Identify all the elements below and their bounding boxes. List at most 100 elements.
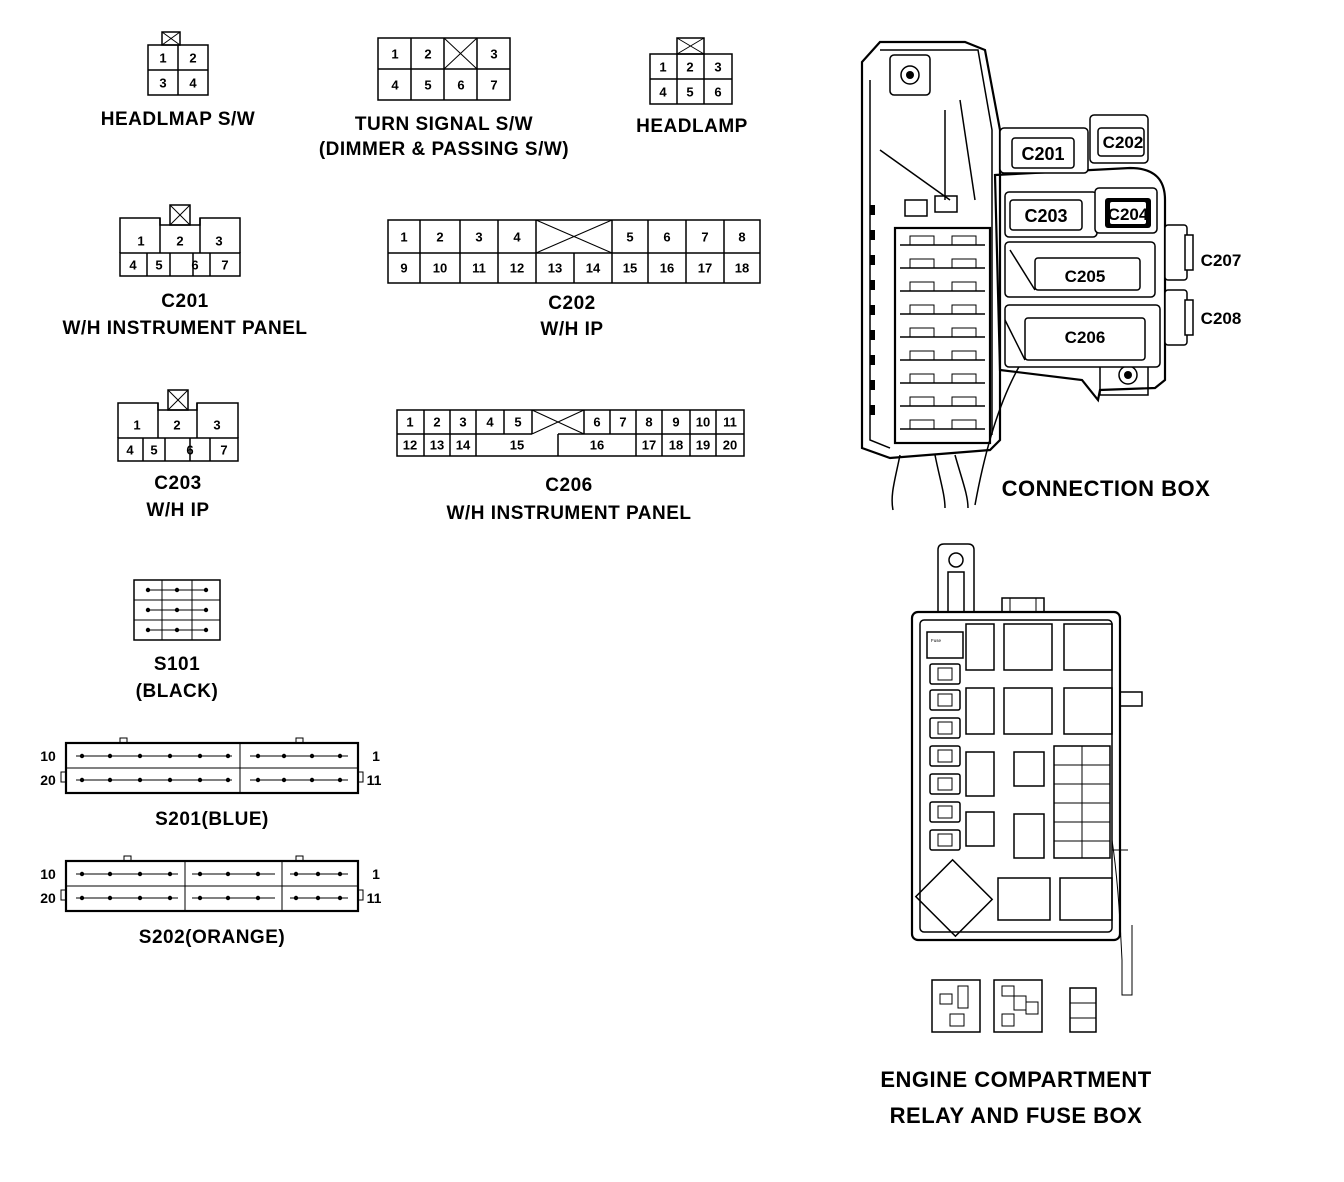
headlamp-pin: 2 — [686, 60, 693, 75]
c203-pin: 5 — [150, 443, 157, 458]
c203-pin: 2 — [173, 418, 180, 433]
turn-signal-switch-connector: 1 2 3 4 5 6 7 TURN SIGNAL S/W (DIMMER & … — [319, 37, 569, 160]
c201-pin: 5 — [155, 258, 162, 273]
connection-box-title: CONNECTION BOX — [1002, 476, 1211, 501]
turn-signal-pin: 4 — [391, 78, 399, 93]
c206-subcaption: W/H INSTRUMENT PANEL — [446, 503, 691, 524]
c202-pin: 7 — [701, 230, 708, 245]
c206-pin: 6 — [593, 415, 600, 430]
headlamp-sw-pin: 2 — [189, 51, 196, 66]
turn-signal-pin: 6 — [457, 78, 464, 93]
s201-left-bottom-label: 20 — [40, 772, 56, 788]
c202-pin: 14 — [586, 261, 601, 276]
c202-subcaption: W/H IP — [540, 319, 603, 340]
c202-pin: 15 — [623, 261, 637, 276]
c206-box-label: C206 — [1065, 328, 1106, 347]
c204-box-label: C204 — [1108, 205, 1149, 224]
c201-pin: 1 — [137, 234, 144, 249]
headlamp-pin: 1 — [659, 60, 666, 75]
c203-pin: 3 — [213, 418, 220, 433]
connection-box-edge-teeth — [870, 205, 875, 415]
c206-pin: 7 — [619, 415, 626, 430]
c202-pin: 1 — [400, 230, 407, 245]
turn-signal-pin: 7 — [490, 78, 497, 93]
headlamp-pin: 6 — [714, 85, 721, 100]
s202-caption: S202(ORANGE) — [139, 927, 285, 948]
s101-splice: S101 (BLACK) — [133, 579, 221, 702]
c206-pin: 2 — [433, 415, 440, 430]
c201-pin: 3 — [215, 234, 222, 249]
headlamp-sw-pin: 3 — [159, 76, 166, 91]
c206-pin: 4 — [486, 415, 494, 430]
c201-pin: 7 — [221, 258, 228, 273]
c201-box-label: C201 — [1021, 144, 1064, 164]
s202-right-top-label: 1 — [372, 866, 380, 882]
c206-pin: 15 — [510, 438, 524, 453]
c203-box-label: C203 — [1024, 206, 1067, 226]
c206-pin: 20 — [723, 438, 737, 453]
c206-connector: 1 2 3 4 5 6 7 8 9 10 11 12 13 14 15 16 1… — [396, 409, 745, 524]
headlamp-connector: 1 2 3 4 5 6 HEADLAMP — [636, 37, 748, 137]
c202-pin: 18 — [735, 261, 749, 276]
s101-caption: S101 — [154, 654, 200, 675]
headlamp-pin: 3 — [714, 60, 721, 75]
c206-pin: 18 — [669, 438, 683, 453]
c202-pin: 16 — [660, 261, 674, 276]
headlamp-sw-pin: 1 — [159, 51, 166, 66]
c203-pin: 4 — [126, 443, 134, 458]
c202-pin: 5 — [626, 230, 633, 245]
turn-signal-pin: 5 — [424, 78, 431, 93]
s201-right-top-label: 1 — [372, 748, 380, 764]
headlamp-switch-connector: 1 2 3 4 HEADLMAP S/W — [101, 31, 255, 130]
s201-splice: 10 20 1 11 S201(BLUE) — [40, 737, 382, 830]
c208-box-label: C208 — [1201, 309, 1242, 328]
headlamp-sw-caption: HEADLMAP S/W — [101, 109, 255, 130]
c203-pin: 1 — [133, 418, 140, 433]
c206-pin: 1 — [406, 415, 413, 430]
c202-pin: 17 — [698, 261, 712, 276]
turn-signal-pin: 3 — [490, 47, 497, 62]
c202-pin: 9 — [400, 261, 407, 276]
c202-caption: C202 — [548, 293, 595, 314]
c206-pin: 9 — [672, 415, 679, 430]
c206-pin: 10 — [696, 415, 710, 430]
c202-pin: 4 — [513, 230, 521, 245]
s202-splice: 10 20 1 11 S202(ORANGE) — [40, 855, 382, 948]
connection-box-fuse-slots — [900, 235, 985, 430]
c202-pin: 6 — [663, 230, 670, 245]
c202-box-label: C202 — [1103, 133, 1144, 152]
c206-pin: 12 — [403, 438, 417, 453]
s101-subcaption: (BLACK) — [136, 681, 219, 702]
s201-dots — [79, 753, 343, 783]
s202-left-bottom-label: 20 — [40, 890, 56, 906]
c201-pin: 6 — [191, 258, 198, 273]
engine-box-title-line1: ENGINE COMPARTMENT — [880, 1067, 1151, 1092]
c202-pin: 10 — [433, 261, 447, 276]
c206-pin: 5 — [514, 415, 521, 430]
svg-text:Fuse: Fuse — [931, 638, 942, 643]
c203-connector: 1 2 3 4 5 6 7 C203 W/H IP — [117, 389, 239, 521]
c205-box-label: C205 — [1065, 267, 1106, 286]
c206-caption: C206 — [545, 475, 592, 496]
engine-box-mini-fuses — [1053, 745, 1111, 859]
headlamp-sw-pin: 4 — [189, 76, 197, 91]
c206-pin: 17 — [642, 438, 656, 453]
c206-pin: 11 — [723, 415, 737, 430]
s202-dots — [79, 871, 343, 901]
headlamp-pin: 5 — [686, 85, 693, 100]
c202-pin: 12 — [510, 261, 524, 276]
headlamp-caption: HEADLAMP — [636, 116, 748, 137]
c201-subcaption: W/H INSTRUMENT PANEL — [62, 318, 307, 339]
c201-pin: 4 — [129, 258, 137, 273]
headlamp-pin: 4 — [659, 85, 667, 100]
c203-caption: C203 — [154, 473, 201, 494]
c202-pin: 13 — [548, 261, 562, 276]
c206-pin: 19 — [696, 438, 710, 453]
engine-box-fuse-column: Fuse — [926, 631, 964, 851]
s201-right-bottom-label: 11 — [367, 772, 382, 788]
c202-pin: 3 — [475, 230, 482, 245]
engine-box-terminal-diagrams — [931, 979, 1097, 1033]
s201-caption: S201(BLUE) — [155, 809, 269, 830]
c202-pin: 8 — [738, 230, 745, 245]
